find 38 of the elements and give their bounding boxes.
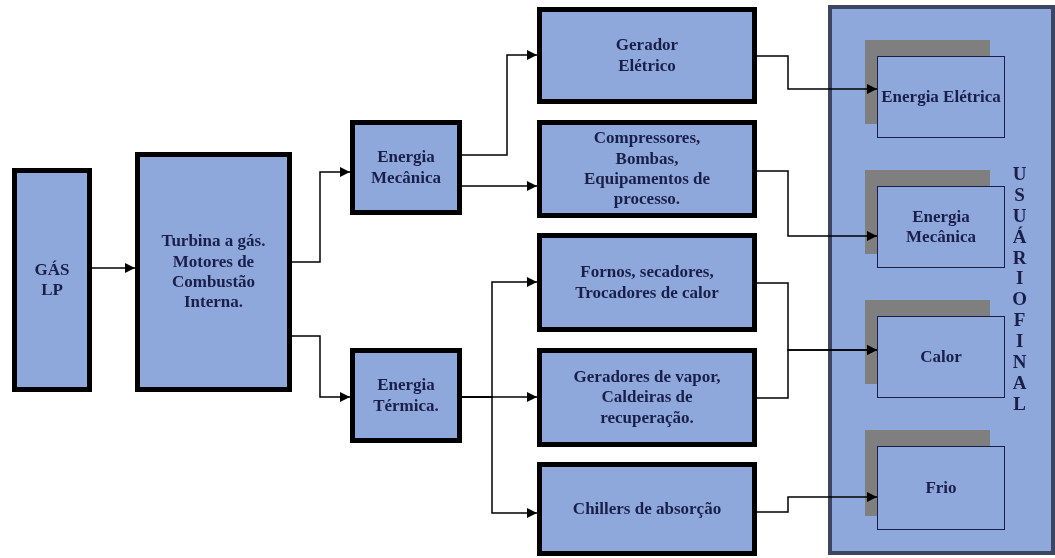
process-box (135, 152, 292, 392)
box-label: Energia Térmica. (372, 375, 440, 416)
box-label: Frio (924, 477, 958, 499)
box-label: Gerador Elétrico (614, 35, 680, 76)
process-box (350, 120, 462, 215)
box-label: Energia Mecânica (905, 206, 977, 248)
connector-arrow (756, 55, 878, 94)
connector-arrow (756, 492, 878, 513)
connector-arrow (461, 181, 538, 191)
box-label: Energia Elétrica (880, 86, 1002, 108)
process-box (350, 348, 462, 443)
box-label: Fornos, secadores, Trocadores de calor (574, 262, 720, 303)
connector-arrow (461, 396, 538, 518)
box-label: Geradores de vapor, Caldeiras de recuperação. (572, 366, 722, 429)
box-label: GÁS LP (33, 259, 71, 301)
box-label: Calor (919, 346, 963, 368)
box-label: Chillers de absorção (571, 498, 723, 520)
box-label: Turbina a gás. Motores de Combustão Interna. (160, 231, 267, 313)
connector-arrow (756, 345, 878, 399)
process-box (877, 186, 1005, 268)
process-box (537, 462, 757, 556)
process-box (537, 348, 757, 447)
process-box (877, 316, 1005, 398)
process-box (537, 7, 757, 104)
process-box (12, 168, 92, 392)
group-panel (828, 5, 1055, 555)
connector-arrow (756, 170, 878, 241)
box-label: Energia Mecânica (370, 147, 442, 188)
process-box (537, 120, 757, 218)
process-box (537, 233, 757, 332)
connector-arrow (461, 50, 538, 156)
connector-arrow (91, 263, 136, 273)
process-box (877, 56, 1005, 138)
vertical-label: USUÁRIO FINAL (1012, 164, 1028, 415)
process-box (877, 446, 1005, 530)
connector-arrow (291, 167, 351, 263)
box-label: Compressores, Bombas, Equipamentos de processo. (582, 128, 712, 210)
connector-arrow (291, 335, 351, 402)
